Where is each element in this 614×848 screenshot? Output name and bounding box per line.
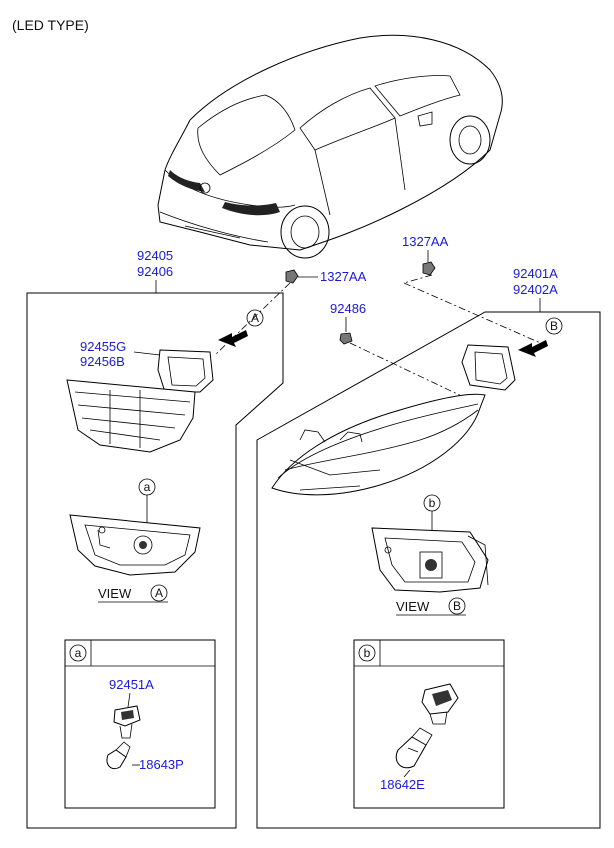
part-number-92451A: 92451A (109, 677, 154, 692)
part-number-92456B: 92456B (80, 354, 125, 369)
view-a-marker: A (155, 586, 163, 600)
part-number-18643P: 18643P (139, 757, 184, 772)
bulb-socket-icon (421, 683, 459, 725)
callout-b: b (429, 496, 436, 510)
left-assembly-frame (26, 292, 284, 829)
gasket-right (461, 344, 516, 391)
tail-lamp-inner (66, 379, 196, 453)
direction-arrow-icon (218, 330, 248, 347)
nut-icon (285, 269, 299, 284)
detail-box-b (353, 639, 505, 809)
part-number-92406: 92406 (137, 264, 173, 279)
tail-lamp-outer (271, 393, 486, 496)
right-assembly-frame (256, 311, 601, 829)
view-b-label: VIEW (396, 599, 430, 614)
view-marker-b-arrow: B (550, 319, 558, 333)
view-a-label: VIEW (98, 586, 132, 601)
detail-box-a (64, 639, 216, 809)
part-number-92486: 92486 (330, 301, 366, 316)
view-b-marker: B (453, 599, 461, 613)
nut-icon (422, 261, 436, 276)
diagram-title: (LED TYPE) (12, 17, 89, 33)
callout-a: a (144, 480, 151, 494)
sedan-rear-view-icon (157, 34, 503, 259)
direction-arrow-icon (518, 340, 548, 357)
wedge-bulb-icon (106, 741, 131, 770)
part-number-18642E: 18642E (380, 777, 425, 792)
tail-lamp-back-view-a (69, 514, 201, 576)
part-number-92455G: 92455G (80, 339, 126, 354)
detail-a-marker: a (75, 646, 82, 660)
part-number-92405: 92405 (137, 248, 173, 263)
part-number-92402A: 92402A (513, 282, 558, 297)
screw-icon (339, 332, 353, 345)
part-number-92401A: 92401A (513, 266, 558, 281)
incandescent-bulb-icon (395, 727, 433, 769)
bulb-socket-icon (113, 705, 141, 739)
part-number-1327AA-left: 1327AA (320, 269, 367, 284)
tail-lamp-back-view-b (371, 527, 489, 593)
part-number-1327AA-right: 1327AA (402, 234, 449, 249)
detail-b-marker: b (364, 646, 371, 660)
view-marker-a-arrow: A (251, 311, 259, 325)
